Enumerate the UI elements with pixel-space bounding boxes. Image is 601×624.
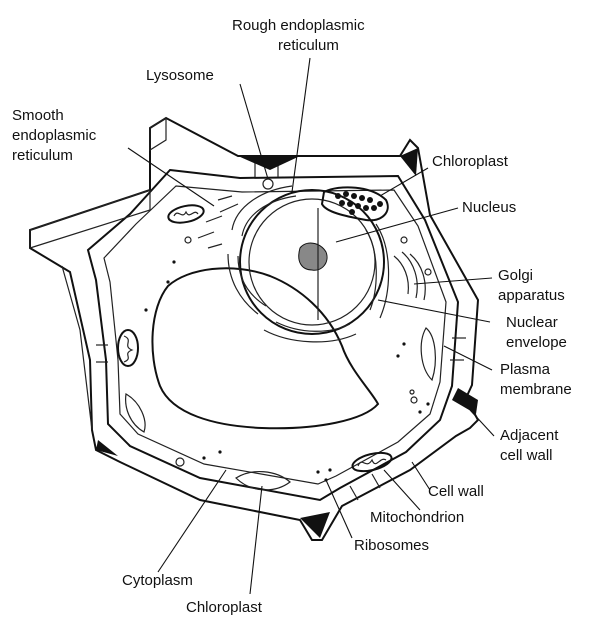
label-golgi: Golgi apparatus	[498, 267, 565, 304]
label-mitochondrion: Mitochondrion	[370, 509, 464, 526]
mitochondria	[118, 202, 393, 474]
label-chloroplast-top: Chloroplast	[432, 153, 509, 170]
chloroplast-right	[421, 328, 435, 380]
leader-smooth-er	[128, 148, 214, 206]
label-cell-wall: Cell wall	[428, 483, 484, 500]
leader-golgi	[414, 278, 492, 284]
mitochondrion-left	[118, 330, 138, 366]
leader-mitochondrion	[384, 470, 420, 510]
vacuole	[152, 268, 378, 428]
leader-rough-er	[292, 58, 310, 192]
labels: Rough endoplasmic reticulum Lysosome Smo…	[12, 17, 572, 616]
leader-lysosome	[240, 84, 268, 179]
mitochondrion-top	[167, 202, 206, 225]
lysosome	[263, 179, 273, 189]
leader-chloroplast-bottom	[250, 486, 262, 594]
vesicles	[176, 237, 431, 466]
label-cytoplasm: Cytoplasm	[122, 572, 193, 589]
label-rough-er: Rough endoplasmic reticulum	[232, 17, 369, 54]
label-plasma-membrane: Plasma membrane	[500, 361, 572, 398]
label-nuclear-envelope: Nuclear envelope	[506, 314, 567, 351]
label-chloroplast-bottom: Chloroplast	[186, 599, 263, 616]
nucleus	[240, 190, 384, 334]
label-adjacent-cell-wall: Adjacent cell wall	[500, 427, 563, 464]
label-smooth-er: Smooth endoplasmic reticulum	[12, 107, 100, 164]
label-nucleus: Nucleus	[462, 199, 516, 216]
label-lysosome: Lysosome	[146, 67, 214, 84]
golgi-apparatus	[394, 252, 425, 300]
label-ribosomes: Ribosomes	[354, 537, 429, 554]
leader-chloroplast-top	[380, 168, 428, 196]
leader-nuclear-envelope	[378, 300, 490, 322]
leader-plasma-membrane	[444, 346, 492, 370]
cell-wall	[30, 118, 478, 540]
smooth-er	[198, 196, 238, 248]
nucleolus	[299, 243, 327, 270]
chloroplast-left-lower	[126, 394, 145, 432]
